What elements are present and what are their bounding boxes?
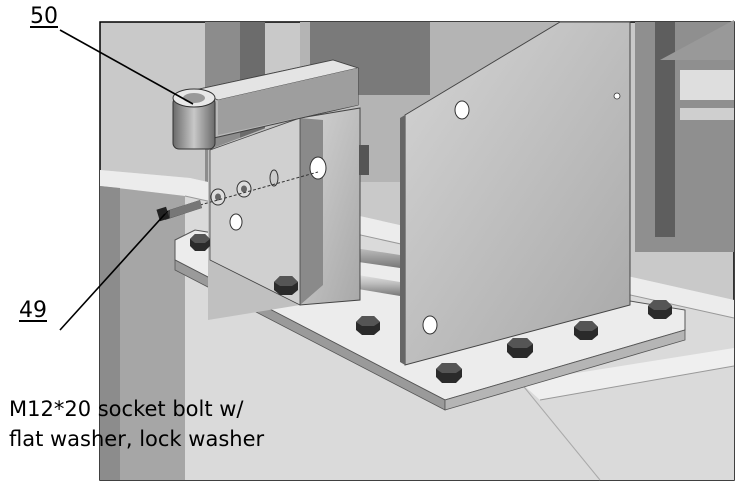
- upright-plate: [400, 21, 631, 366]
- hardware-note-line-2: flat washer, lock washer: [9, 427, 265, 451]
- hardware-note: M12*20 socket bolt w/ flat washer, lock …: [9, 394, 264, 454]
- leader-line-49-shadow: [59, 210, 169, 331]
- hardware-note-line-1: M12*20 socket bolt w/: [9, 397, 244, 421]
- fastener-set: [156, 169, 319, 231]
- leader-line-50: [59, 29, 194, 105]
- callout-part-50: 50: [30, 4, 58, 29]
- l-bracket: [172, 59, 369, 320]
- callout-part-49: 49: [19, 298, 47, 323]
- hex-nuts: [190, 234, 672, 383]
